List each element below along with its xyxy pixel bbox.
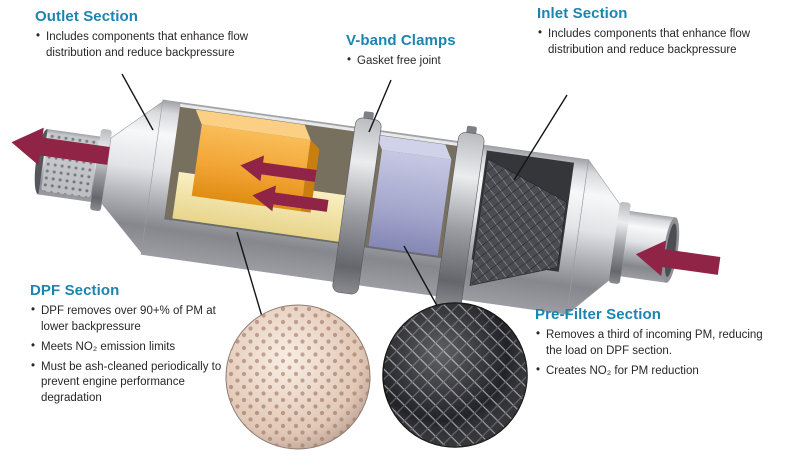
vband-clamp-1	[332, 111, 382, 295]
outlet-bullet-1: Includes components that enhance flow di…	[35, 29, 272, 62]
leader-line-prefilter-inset	[403, 245, 442, 314]
prefilter-section-title: Pre-Filter Section	[535, 306, 661, 323]
internal-flow-arrow-2	[252, 185, 329, 212]
inlet-bullet-1: Includes components that enhance flow di…	[537, 26, 752, 59]
dpf-honeycomb-inset	[225, 304, 371, 450]
inlet-pipe	[609, 201, 680, 284]
vband-clamps-callout: V-band Clamps Gasket free joint	[346, 32, 511, 74]
inlet-flow-arrow	[635, 240, 721, 276]
vband-clamps-title: V-band Clamps	[346, 32, 456, 49]
dpf-bullet-3: Must be ash-cleaned periodically to prev…	[30, 359, 237, 408]
leader-line-outlet	[121, 73, 154, 131]
outlet-section-title: Outlet Section	[35, 8, 139, 25]
prefilter-mesh-inset	[382, 302, 528, 448]
exhaust-filter-device	[11, 99, 721, 315]
leader-line-vband	[368, 79, 392, 133]
dpf-bullet-1: DPF removes over 90+% of PM at lower bac…	[30, 303, 237, 336]
vband-clamps-bullets: Gasket free joint	[346, 53, 511, 70]
prefilter-bullet-1: Removes a third of incoming PM, reducing…	[535, 327, 767, 360]
prefilter-section-bullets: Removes a third of incoming PM, reducing…	[535, 327, 767, 380]
prefilter-section-callout: Pre-Filter Section Removes a third of in…	[535, 306, 767, 384]
leader-line-inlet	[513, 94, 568, 181]
leader-line-dpf-inset	[236, 231, 264, 321]
dpf-section-bullets: DPF removes over 90+% of PM at lower bac…	[30, 303, 237, 408]
prefilter-block-lavender	[368, 134, 452, 257]
inlet-section-title: Inlet Section	[537, 5, 628, 22]
prefilter-bullet-2: Creates NO₂ for PM reduction	[535, 363, 767, 380]
outlet-section-bullets: Includes components that enhance flow di…	[35, 29, 272, 62]
vband-bullet-1: Gasket free joint	[346, 53, 511, 70]
cutaway-interior	[164, 103, 464, 260]
inlet-section-bullets: Includes components that enhance flow di…	[537, 26, 752, 59]
inlet-section-callout: Inlet Section Includes components that e…	[537, 5, 752, 63]
dpf-section-title: DPF Section	[30, 282, 120, 299]
dpf-section-callout: DPF Section DPF removes over 90+% of PM …	[30, 282, 237, 411]
internal-flow-arrow-1	[240, 155, 317, 182]
inlet-diffuser-mesh	[469, 150, 575, 286]
dpf-bullet-2: Meets NO₂ emission limits	[30, 339, 237, 356]
outlet-flow-arrow	[11, 127, 110, 166]
outlet-section-callout: Outlet Section Includes components that …	[35, 8, 272, 66]
